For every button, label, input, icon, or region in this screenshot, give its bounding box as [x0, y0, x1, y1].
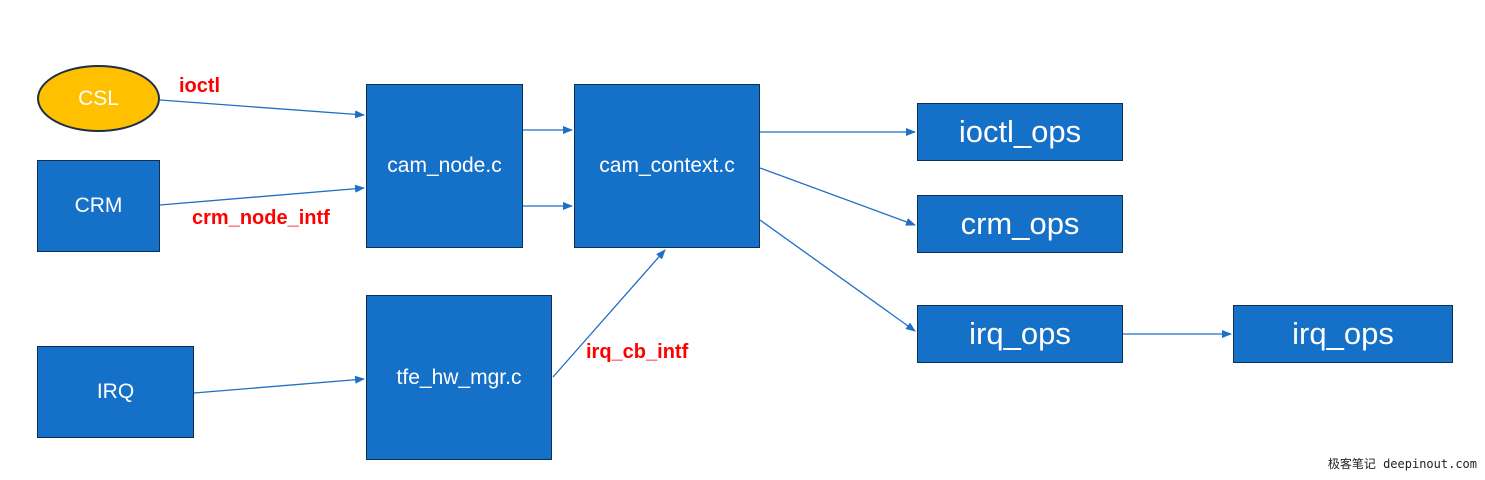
crm-ops-label: crm_ops — [960, 206, 1080, 241]
ioctl-ops-label: ioctl_ops — [958, 114, 1082, 149]
csl-node: CSL — [37, 65, 160, 132]
tfe-hw-mgr-label: tfe_hw_mgr.c — [396, 365, 522, 389]
cam-node-box: cam_node.c — [366, 84, 523, 248]
irq-node-label: IRQ — [96, 380, 135, 403]
irq-ops-label: irq_ops — [969, 316, 1071, 351]
crm-node-intf-edge-label: crm_node_intf — [192, 207, 330, 229]
irq-ops-box: irq_ops — [917, 305, 1123, 363]
cam-node-label: cam_node.c — [387, 154, 502, 177]
arrow-crm-to-cam-node — [159, 184, 365, 206]
arrow-irq-to-tfe-hw-mgr — [193, 375, 365, 394]
ioctl-edge-label: ioctl — [179, 75, 221, 97]
irq-ops-box-2: irq_ops — [1233, 305, 1453, 363]
irq-cb-intf-edge-label: irq_cb_intf — [586, 341, 689, 363]
cam-context-box: cam_context.c — [574, 84, 760, 248]
cam-context-label: cam_context.c — [599, 154, 735, 177]
irq-ops-2-label: irq_ops — [1292, 316, 1394, 351]
crm-node: CRM — [37, 160, 160, 252]
ioctl-ops-box: ioctl_ops — [917, 103, 1123, 161]
arrow-tfe-hw-mgr-to-cam-context — [552, 249, 666, 378]
irq-node: IRQ — [37, 346, 194, 438]
arrow-cam-context-to-crm-ops — [759, 167, 916, 226]
crm-node-label: CRM — [74, 194, 123, 217]
arrow-csl-to-cam-node — [159, 99, 365, 119]
arrow-cam-context-to-irq-ops — [759, 219, 916, 332]
tfe-hw-mgr-box: tfe_hw_mgr.c — [366, 295, 552, 460]
crm-ops-box: crm_ops — [917, 195, 1123, 253]
csl-node-label: CSL — [78, 86, 119, 110]
watermark-text: 极客笔记 deepinout.com — [1327, 457, 1477, 471]
